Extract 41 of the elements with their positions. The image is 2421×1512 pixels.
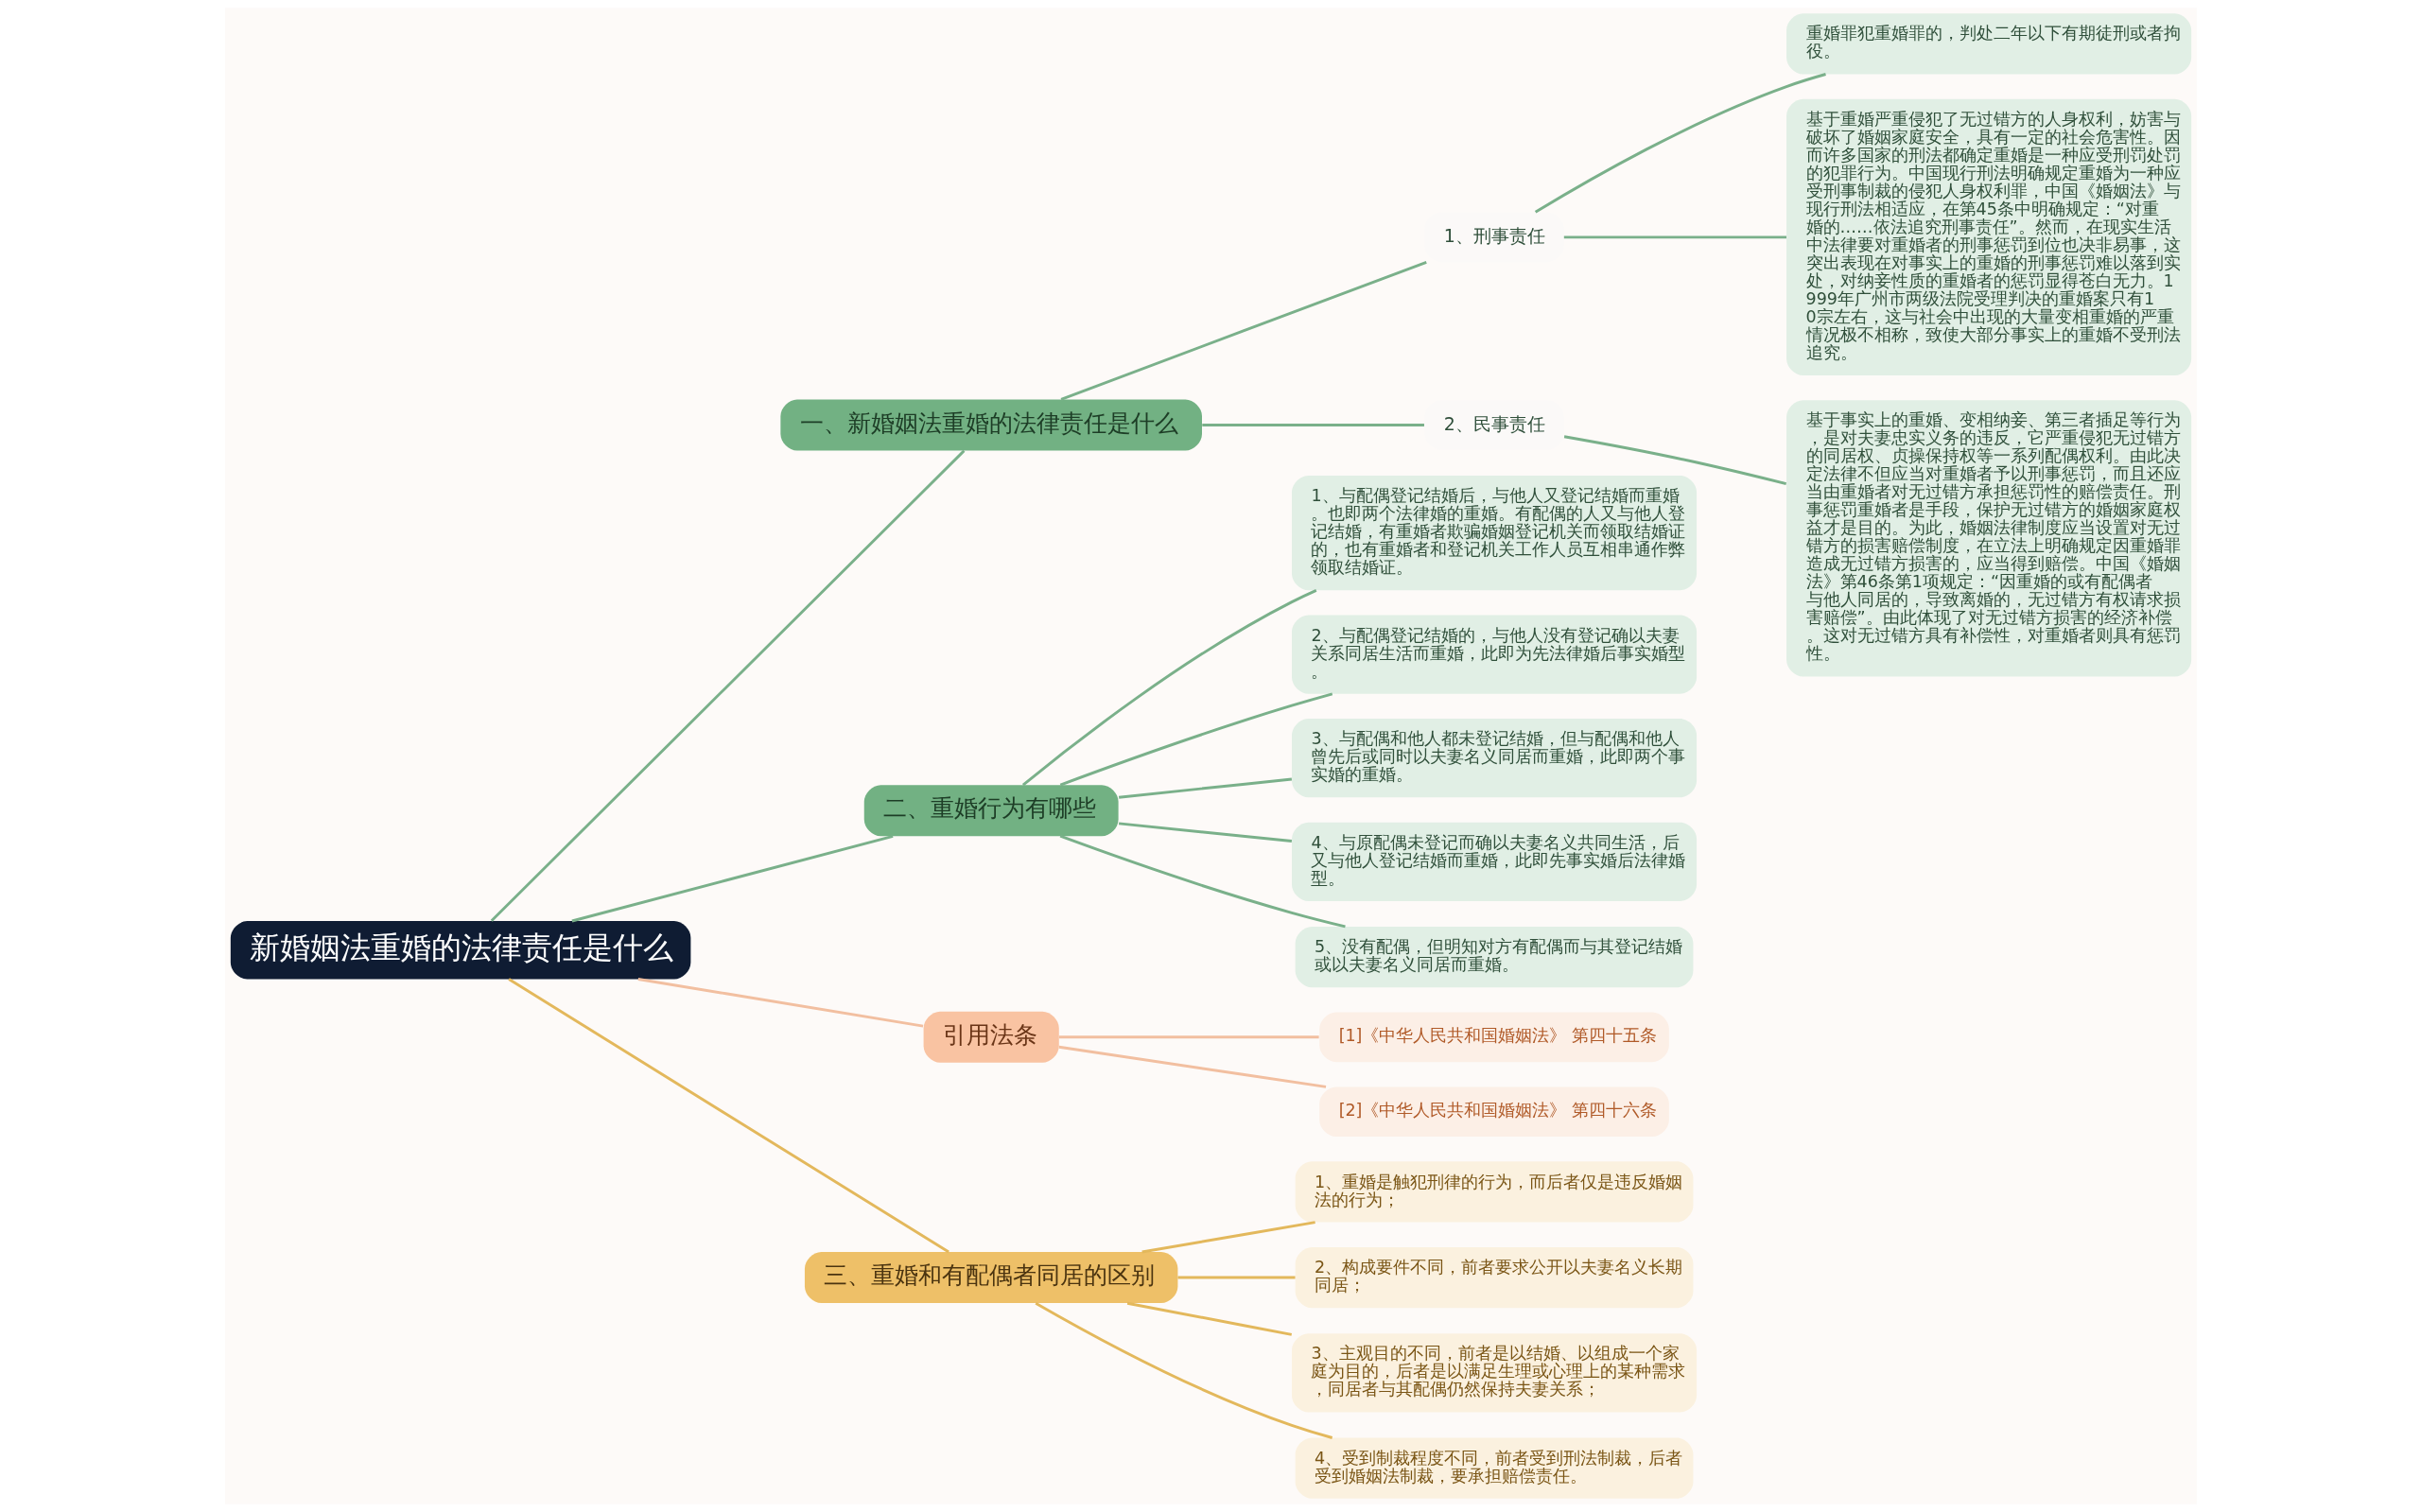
node-box: 1、重婚是触犯刑律的行为，而后者仅是违反婚姻法的行为； (1295, 1161, 1693, 1223)
connector (1021, 589, 1316, 787)
node-box: 3、与配偶和他人都未登记结婚，但与配偶和他人曾先后或同时以夫妻名义同居而重婚，此即两个事实婚的重婚。 (1291, 719, 1697, 798)
connector (571, 834, 894, 923)
node-box: 一、新婚姻法重婚的法律责任是什么 (779, 399, 1202, 451)
node-box: 2、与配偶登记结婚的，与他人没有登记确以夫妻关系同居生活而重婚，此即为先法律婚后事实婚型。 (1291, 615, 1697, 694)
node-box: 2、构成要件不同，前者要求公开以夫妻名义长期同居； (1295, 1246, 1693, 1309)
connector (637, 978, 923, 1028)
node-text: 2、民事责任 (1443, 412, 1545, 434)
connector (1534, 73, 1826, 214)
node-box: 4、与原配偶未登记而确以夫妻名义共同生活，后又与他人登记结婚而重婚，此即先事实婚后法律婚型。 (1291, 822, 1697, 901)
node-box: 新婚姻法重婚的法律责任是什么 (230, 921, 690, 980)
connector (1059, 834, 1346, 929)
connector (1059, 692, 1332, 787)
node-box: 重婚罪犯重婚罪的，判处二年以下有期徒刑或者拘役。 (1785, 13, 2191, 75)
node-box: 4、受到制裁程度不同，前者受到刑法制裁，后者受到婚姻法制裁，要承担赔偿责任。 (1295, 1437, 1693, 1499)
node-box: 引用法条 (923, 1011, 1059, 1063)
connector (1176, 1276, 1296, 1279)
connector (1058, 1045, 1326, 1088)
connector (1141, 1221, 1315, 1254)
node-box: 二、重婚行为有哪些 (863, 785, 1119, 837)
node-box: 5、没有配偶，但明知对方有配偶而与其登记结婚或以夫妻名义同居而重婚。 (1295, 926, 1693, 988)
connector (1058, 1035, 1319, 1039)
connector (1563, 235, 1786, 239)
connector (1035, 1301, 1332, 1439)
node-box: 基于重婚严重侵犯了无过错方的人身权利，妨害与破坏了婚姻家庭安全，具有一定的社会危害性。因而许多国家的刑法都确定重婚是一种应受刑罚处罚的犯罪行为。中国现行刑法明确规定重婚为一种应受刑事制裁的侵犯人身权利罪，中国《婚姻法》与现行刑法相适应，在第45条中明确规定：“对重婚的……依法追究刑事责任”。然而，在现实生活中法律要对重婚者的刑事惩罚到位也决非易事，这突出表现在对事实上的重婚的刑事惩罚难以落到实处，对纳妾性质的重婚者的惩罚显得苍白无力。1999年广州市两级法院受理判决的重婚案只有10宗左右，这与社会中出现的大量变相重婚的严重情况极不相称，致使大部分事实上的重婚不受刑法追究。 (1785, 98, 2191, 375)
node-box: [1]《中华人民共和国婚姻法》 第四十五条 (1318, 1012, 1669, 1063)
connector (1201, 424, 1424, 426)
node-box: 1、与配偶登记结婚后，与他人又登记结婚而重婚。也即两个法律婚的重婚。有配偶的人又与他人登记结婚，有重婚者欺骗婚姻登记机关而领取结婚证的，也有重婚者和登记机关工作人员互相串通作弊领取结婚证。 (1291, 475, 1697, 591)
connector (490, 449, 965, 922)
connector (507, 978, 949, 1254)
connector (1118, 822, 1292, 843)
node-box: 基于事实上的重婚、变相纳妾、第三者插足等行为，是对夫妻忠实义务的违反，它严重侵犯无过错方的同居权、贞操保持权等一系列配偶权利。由此决定法律不但应当对重婚者予以刑事惩罚，而且还应当由重婚者对无过错方承担惩罚性的赔偿责任。刑事惩罚重婚者是手段，保护无过错方的婚姻家庭权益才是目的。为此，婚姻法律制度应当设置对无过错方的损害赔偿制度，在立法上明确规定因重婚罪造成无过错方损害的，应当得到赔偿。中国《婚姻法》第46条第1项规定：“因重婚的或有配偶者与他人同居的，导致离婚的，无过错方有权请求损害赔偿”。由此体现了对无过错方损害的经济补偿。这对无过错方具有补偿性，对重婚者则具有惩罚性。 (1785, 400, 2191, 677)
connector (1060, 260, 1427, 401)
node-box: 三、重婚和有配偶者同居的区别 (804, 1252, 1177, 1304)
node-text: 1、刑事责任 (1443, 224, 1545, 246)
connector (1118, 777, 1292, 799)
node-box: 3、主观目的不同，前者是以结婚、以组成一个家庭为目的，后者是以满足生理或心理上的某种需求，同居者与其配偶仍然保持夫妻关系； (1291, 1333, 1697, 1413)
connector (1563, 435, 1786, 486)
node-box: [2]《中华人民共和国婚姻法》 第四十六条 (1318, 1086, 1669, 1138)
connector (1126, 1301, 1292, 1336)
